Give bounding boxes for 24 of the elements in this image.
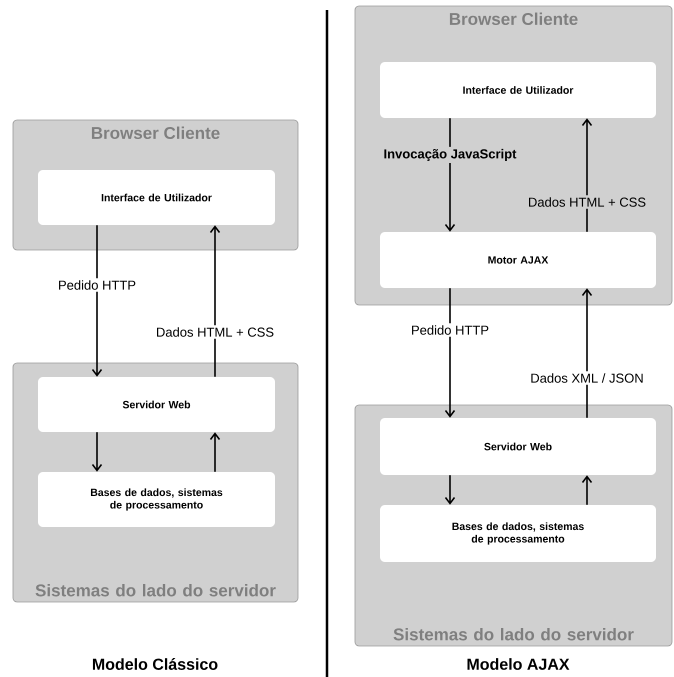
edge-label: Pedido HTTP: [56, 278, 138, 292]
arrow: [92, 225, 102, 377]
process-box: Servidor Web: [380, 418, 656, 475]
process-box: Bases de dados, sistemas de processamento: [380, 505, 656, 562]
process-box: Bases de dados, sistemas de processamento: [38, 472, 275, 527]
arrow: [92, 432, 102, 472]
edge-label: Invocação JavaScript: [382, 146, 518, 164]
arrow: [582, 118, 592, 232]
arrow: [444, 288, 456, 418]
arrow: [210, 432, 220, 472]
arrow: [582, 288, 592, 418]
edge-label: Dados HTML + CSS: [526, 195, 648, 209]
arrow: [210, 225, 220, 377]
arrow: [444, 475, 456, 505]
process-box: Servidor Web: [38, 377, 275, 432]
caption: Modelo Clássico: [92, 658, 218, 670]
process-box: Interface de Utilizador: [380, 62, 656, 118]
edge-label: Pedido HTTP: [408, 323, 491, 337]
caption: Modelo AJAX: [468, 658, 570, 670]
edge-label: Dados HTML + CSS: [154, 325, 276, 339]
edge-label: Dados XML / JSON: [528, 371, 646, 385]
process-box: Motor AJAX: [380, 232, 656, 288]
process-box: Interface de Utilizador: [38, 170, 275, 225]
arrow: [582, 475, 592, 505]
